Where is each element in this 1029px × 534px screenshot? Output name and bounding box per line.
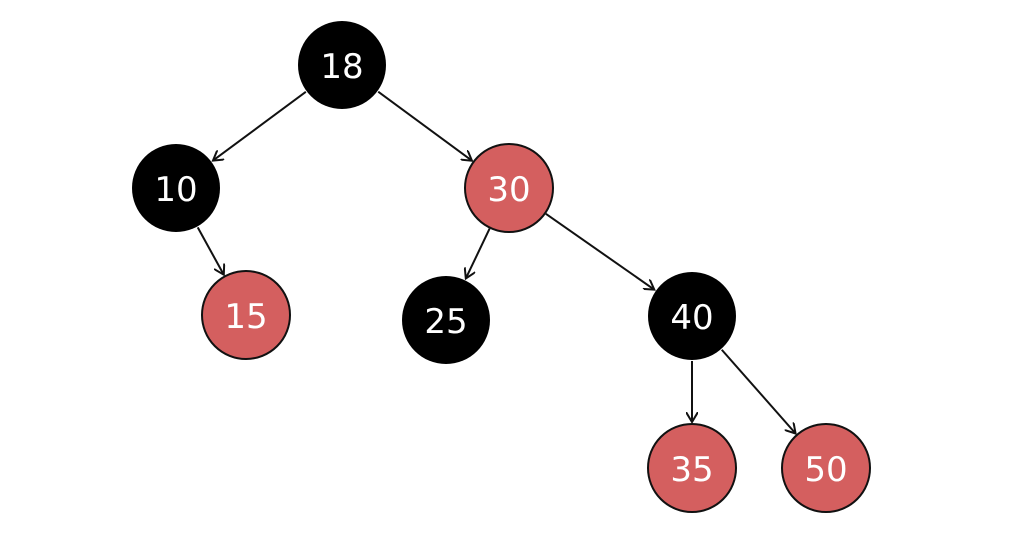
tree-nodes: 18 10 30 15 25 40 35 50 xyxy=(132,21,871,513)
node-label: 25 xyxy=(424,302,467,342)
node-circle-red xyxy=(781,423,871,513)
tree-node-30: 30 xyxy=(464,143,554,233)
tree-node-18: 18 xyxy=(298,21,386,109)
node-label: 15 xyxy=(224,297,267,337)
tree-node-35: 35 xyxy=(647,423,737,513)
node-label: 10 xyxy=(154,170,197,210)
node-label: 40 xyxy=(670,298,713,338)
node-circle-black xyxy=(402,276,490,364)
node-circle-red xyxy=(464,143,554,233)
edge-n40-n50 xyxy=(721,349,796,434)
node-label: 50 xyxy=(804,450,847,490)
tree-node-25: 25 xyxy=(402,276,490,364)
tree-node-50: 50 xyxy=(781,423,871,513)
node-circle-black xyxy=(298,21,386,109)
edge-n30-n40 xyxy=(545,212,654,290)
node-circle-black xyxy=(132,144,220,232)
edge-n30-n25 xyxy=(466,228,491,279)
node-circle-black xyxy=(648,272,736,360)
tree-node-10: 10 xyxy=(132,144,220,232)
tree-edges xyxy=(196,90,796,434)
node-label: 18 xyxy=(320,47,363,87)
node-circle-red xyxy=(647,423,737,513)
edge-n10-n15 xyxy=(196,226,224,274)
tree-node-15: 15 xyxy=(201,270,291,360)
tree-node-40: 40 xyxy=(648,272,736,360)
node-label: 35 xyxy=(670,450,713,490)
edge-n18-n10 xyxy=(213,90,307,161)
node-label: 30 xyxy=(487,170,530,210)
edge-n18-n30 xyxy=(377,90,472,161)
node-circle-red xyxy=(201,270,291,360)
